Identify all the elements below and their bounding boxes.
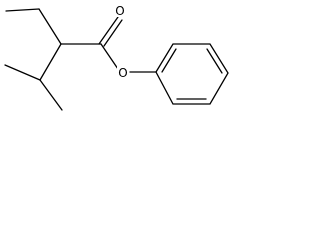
ester-oxygen-background	[117, 66, 129, 80]
phenyl-ring	[155, 43, 229, 105]
bond-alpha-isopropyl	[39, 43, 62, 81]
bond-carbonyl-double-a	[98, 16, 119, 45]
bond-carbonyl-ester-o	[100, 43, 119, 70]
bond-ethyl-ch2	[38, 8, 62, 45]
bond-isopropyl-methyl-left	[4, 64, 41, 81]
carbonyl-oxygen-label: O	[115, 4, 124, 18]
bond-ethyl-terminal	[5, 8, 40, 12]
bond-carbonyl-double-b	[103, 19, 123, 47]
phenyl-double-bond-2	[206, 48, 223, 74]
bond-isopropyl-methyl-bottom	[39, 79, 63, 111]
phenyl-double-bond-1	[161, 48, 177, 73]
structure-diagram: O O	[4, 3, 229, 111]
ester-oxygen-label: O	[118, 66, 127, 80]
carbonyl-oxygen-background	[114, 3, 126, 17]
